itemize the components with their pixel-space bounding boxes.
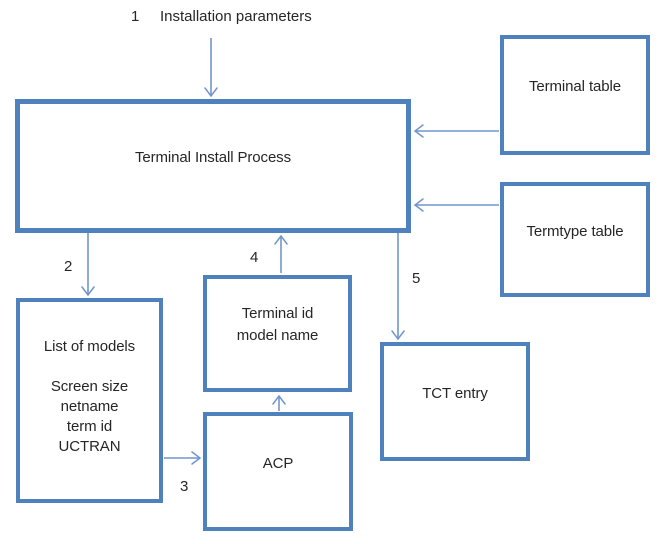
terminal-id-model-name-label: Terminal id model name <box>236 304 319 344</box>
termtype-table-label: Termtype table <box>526 222 624 240</box>
terminal-install-process-label: Terminal Install Process <box>135 148 291 166</box>
list-of-models-label: List of models Screen size netname term … <box>43 338 136 455</box>
step-2-number: 2 <box>64 258 73 275</box>
tct-entry-label: TCT entry <box>422 384 488 402</box>
terminal-table-box: Terminal table <box>500 35 650 155</box>
step-4-number: 4 <box>250 249 259 266</box>
step-5-number: 5 <box>412 270 421 287</box>
step-1-number: 1 <box>131 8 140 25</box>
tct-entry-box: TCT entry <box>380 342 530 461</box>
termtype-table-box: Termtype table <box>500 182 650 297</box>
terminal-table-label: Terminal table <box>529 78 621 95</box>
terminal-install-process-box: Terminal Install Process <box>15 99 411 233</box>
acp-box: ACP <box>203 412 353 531</box>
installation-parameters-label: Installation parameters <box>160 8 312 25</box>
step-3-number: 3 <box>180 478 189 495</box>
list-of-models-box: List of models Screen size netname term … <box>16 298 163 503</box>
acp-label: ACP <box>262 454 294 472</box>
terminal-id-model-name-box: Terminal id model name <box>203 275 352 392</box>
